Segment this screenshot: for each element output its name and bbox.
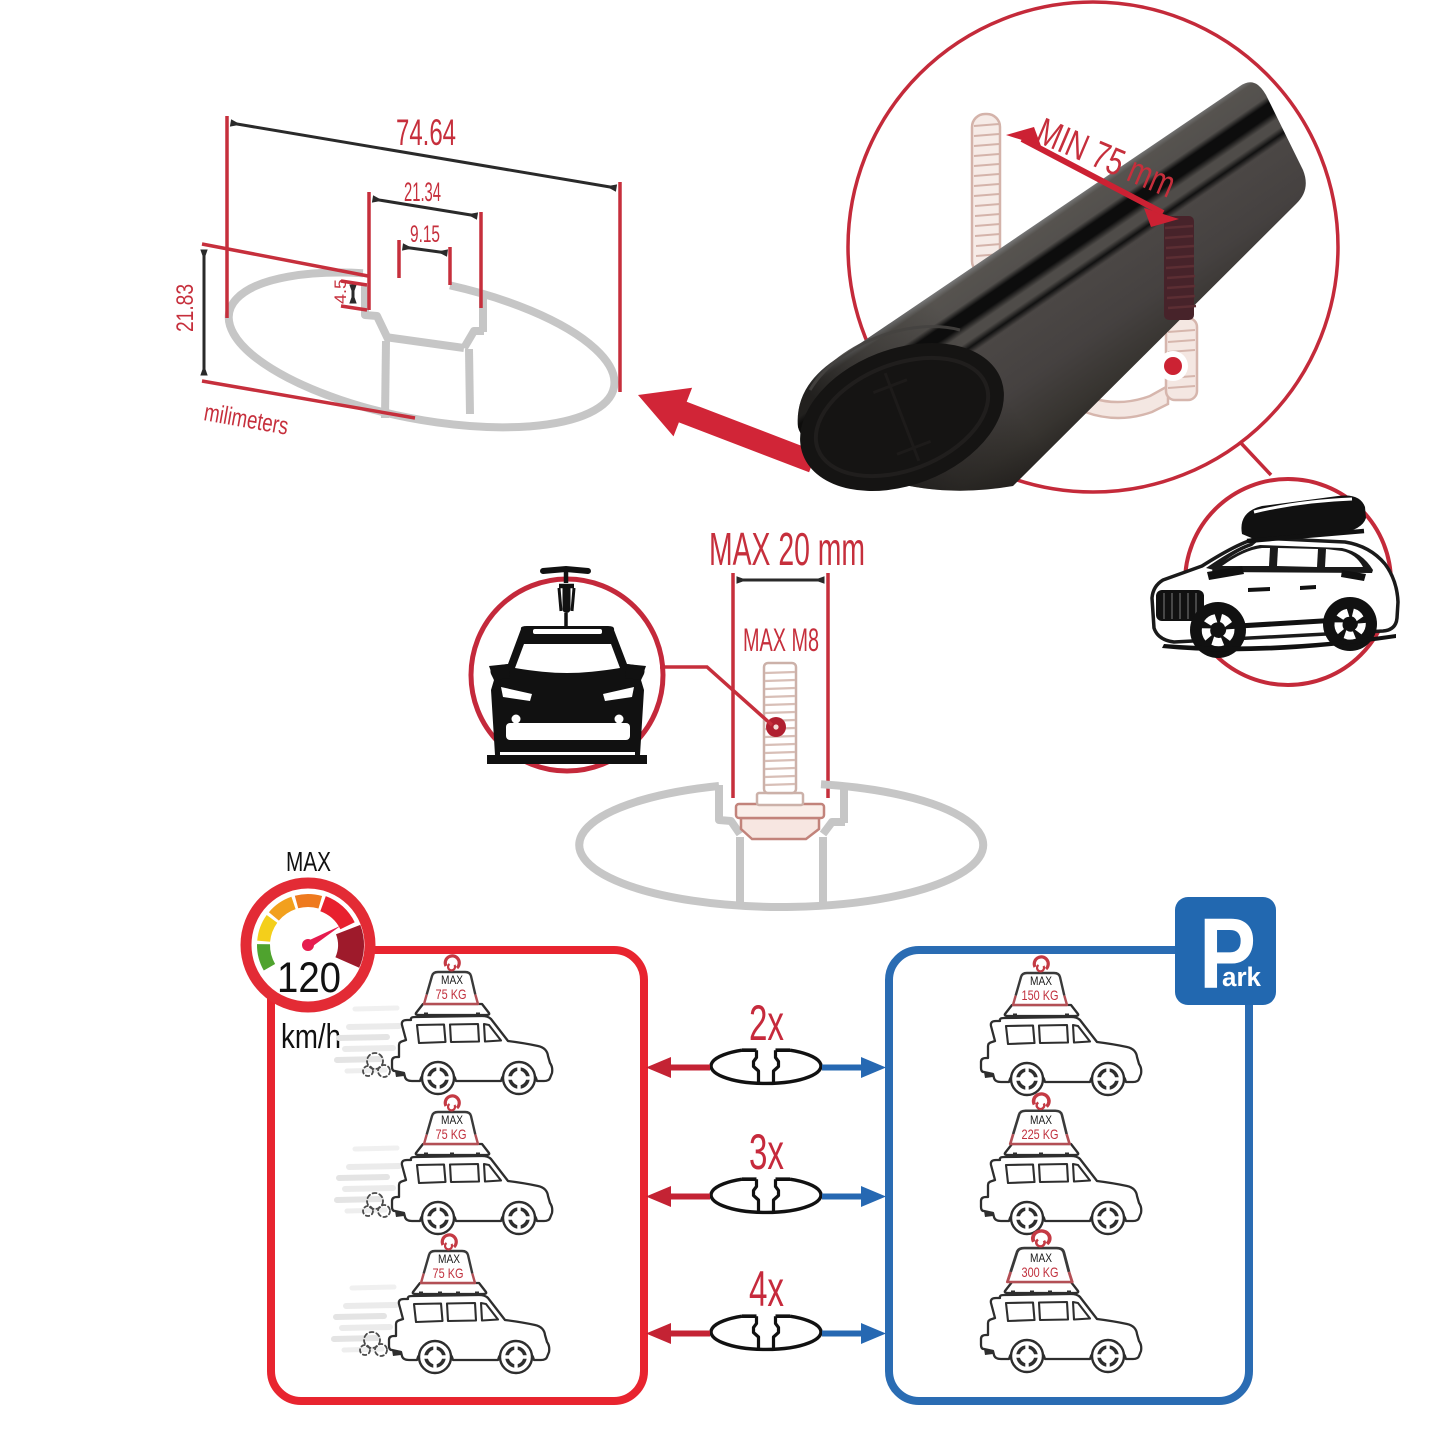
svg-text:150 KG: 150 KG <box>1022 987 1059 1003</box>
svg-text:2x: 2x <box>749 995 784 1051</box>
svg-text:MAX 20 mm: MAX 20 mm <box>709 523 865 575</box>
svg-text:MAX: MAX <box>1030 1115 1052 1127</box>
svg-text:21.83: 21.83 <box>172 284 199 332</box>
svg-text:MAX M8: MAX M8 <box>743 622 819 658</box>
svg-text:21.34: 21.34 <box>404 177 441 207</box>
svg-text:MAX: MAX <box>1030 976 1052 988</box>
svg-text:P: P <box>1199 898 1256 1010</box>
svg-text:74.64: 74.64 <box>396 112 456 153</box>
svg-text:km/h: km/h <box>281 1018 341 1056</box>
svg-text:300 KG: 300 KG <box>1022 1264 1059 1280</box>
svg-text:MAX: MAX <box>441 975 463 987</box>
svg-text:4.5: 4.5 <box>331 279 350 304</box>
svg-text:75 KG: 75 KG <box>433 1265 464 1281</box>
svg-text:4x: 4x <box>749 1261 784 1317</box>
svg-text:225 KG: 225 KG <box>1022 1126 1059 1142</box>
svg-text:75 KG: 75 KG <box>436 986 467 1002</box>
svg-text:MAX: MAX <box>438 1254 460 1266</box>
svg-text:120: 120 <box>277 954 341 1002</box>
svg-text:MAX: MAX <box>1030 1253 1052 1265</box>
svg-text:MAX: MAX <box>441 1115 463 1127</box>
svg-text:3x: 3x <box>749 1124 784 1180</box>
svg-text:ark: ark <box>1222 962 1262 992</box>
svg-text:9.15: 9.15 <box>410 221 440 248</box>
svg-text:75 KG: 75 KG <box>436 1126 467 1142</box>
svg-text:MAX: MAX <box>286 846 331 877</box>
